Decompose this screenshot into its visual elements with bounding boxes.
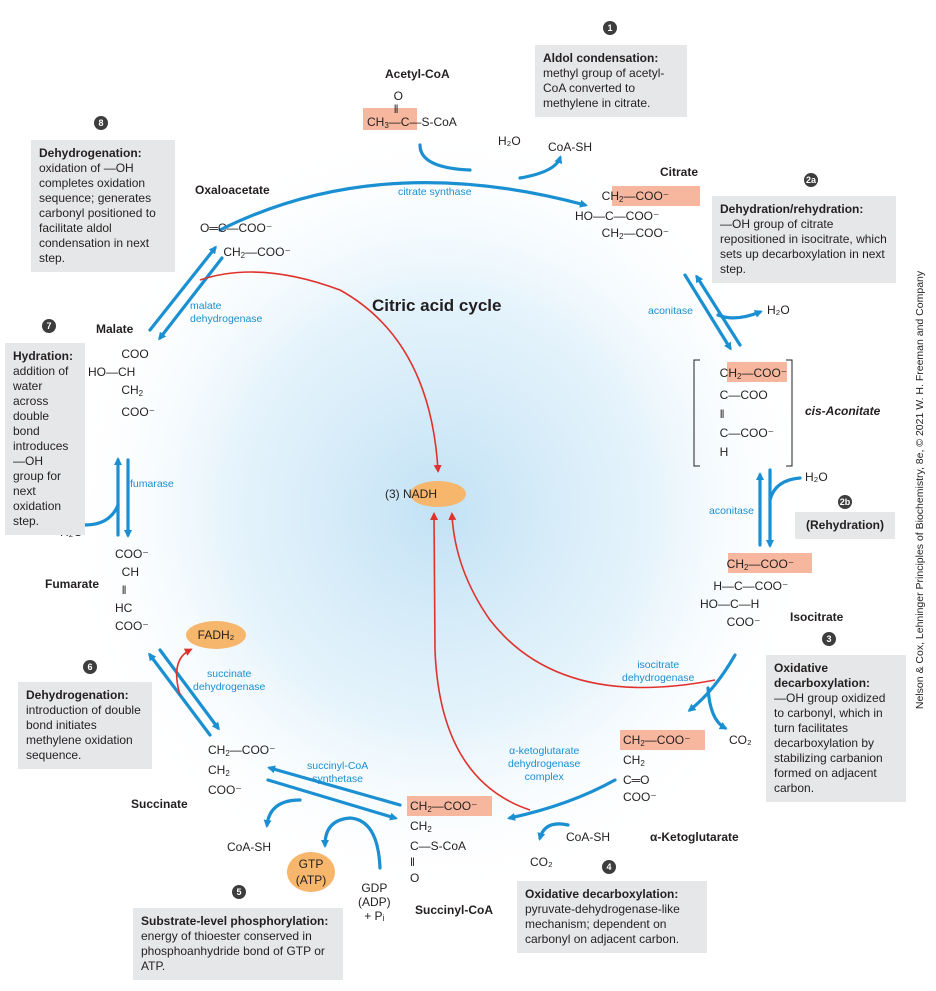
citrate-label: Citrate: [660, 165, 699, 179]
arrow-oxaloacetate-malate: [158, 256, 224, 341]
step-number-8: 8: [94, 116, 108, 130]
fumarate-label: Fumarate: [45, 577, 100, 591]
cis-aconitate-structure: CH2—COO⁻ C—COO ‖ C—COO⁻ H: [703, 366, 788, 459]
aconitate-bracket: [693, 359, 793, 467]
step-number-5: 5: [232, 885, 246, 899]
enzyme-sdh: succinate dehydrogenase: [193, 668, 266, 693]
figure-credit: Nelson & Cox, Lehninger Principles of Bi…: [914, 270, 926, 710]
coash-3: CoA-SH: [227, 840, 272, 854]
step-number-2a: 2a: [804, 173, 818, 187]
arrow-malate-oxaloacetate: [148, 245, 217, 332]
coash-1: CoA-SH: [548, 140, 593, 154]
arrow-coash-out-2: [263, 798, 302, 828]
step-box-7: Hydration:addition of water across doubl…: [5, 343, 85, 535]
acetyl-coa-label: Acetyl-CoA: [385, 67, 450, 81]
nadh-oval: [410, 481, 466, 507]
arrow-succinate-succinylcoa: [266, 778, 398, 821]
akg-label: α-Ketoglutarate: [650, 830, 739, 844]
enzyme-aconitase-2: aconitase: [709, 505, 754, 517]
gtp-oval: GTP (ATP): [287, 852, 335, 892]
coash-2: CoA-SH: [566, 830, 611, 844]
arrow-citrate-aconitate: [683, 273, 732, 351]
step-number-4: 4: [602, 860, 616, 874]
nadh-label: (3) NADH: [385, 487, 438, 501]
red-arrow-sdh-fadh2: [175, 648, 193, 696]
arrow-isocitrate-akg: [687, 653, 737, 712]
arrow-fumarate-succinate: [158, 648, 220, 731]
enzyme-mdh: malate dehydrogenase: [190, 300, 263, 325]
red-arrow-akgdh-nadh: [430, 512, 531, 811]
nadh-arrows: [175, 271, 716, 811]
step-number-1: 1: [603, 21, 617, 35]
arrow-aconitate-citrate: [695, 274, 742, 347]
arrow-h2o-out-1: [716, 310, 763, 320]
co2-1: CO₂: [729, 733, 752, 747]
highlight-acetyl: [363, 108, 417, 130]
diagram-title: Citric acid cycle: [372, 296, 502, 315]
h2o-2: H₂O: [767, 303, 790, 317]
red-arrow-malate-nadh: [199, 271, 442, 473]
highlight-succinylcoa: [407, 796, 492, 816]
step-box-3: Oxidative decarboxylation:—OH group oxid…: [766, 655, 906, 802]
highlight-isocitrate: [728, 553, 812, 573]
succinate-label: Succinate: [131, 797, 188, 811]
arrow-gdp-in: [321, 816, 382, 870]
step-box-1: Aldol condensation:methyl group of acety…: [535, 45, 687, 117]
background-glow: [60, 120, 820, 900]
enzyme-fumarase: fumarase: [130, 478, 174, 490]
step-box-2a: Dehydration/rehydration:—OH group of cit…: [712, 196, 896, 283]
isocitrate-structure: CH2—COO⁻ H—C—COO⁻HO—C—H COO⁻: [700, 557, 795, 629]
fadh2-oval: FADH₂: [186, 621, 246, 649]
highlight-aconitate: [727, 362, 787, 382]
enzyme-akgdh: α-ketoglutarate dehydrogenase complex: [508, 745, 581, 783]
step-number-2b: 2b: [838, 495, 852, 509]
arrow-co2-out-1: [706, 686, 728, 730]
citrate-structure: CH2—COO⁻HO—C—COO⁻ CH2—COO⁻: [575, 189, 670, 241]
arrow-h2o-in-2: [768, 476, 802, 502]
step-box-6: Dehydrogenation:introduction of double b…: [18, 682, 152, 769]
arrow-oxaloacetate-citrate: [218, 181, 588, 232]
step-number-6: 6: [83, 660, 97, 674]
arrow-h2o-in-1: [83, 503, 120, 527]
co2-2: CO₂: [530, 855, 553, 869]
gdp-label: GDP (ADP) + Pᵢ: [358, 881, 391, 923]
arrow-acetylcoa-in: [418, 143, 472, 172]
isocitrate-label: Isocitrate: [790, 610, 844, 624]
cis-aconitate-label: cis-Aconitate: [805, 404, 881, 418]
arrow-akg-succinylcoa: [507, 778, 617, 821]
highlight-akg: [620, 730, 705, 750]
h2o-3: H₂O: [805, 470, 828, 484]
enzyme-scs: succinyl-CoA synthetase: [307, 760, 369, 785]
step-box-8: Dehydrogenation:oxidation of —OH complet…: [31, 140, 175, 272]
enzyme-citrate-synthase: citrate synthase: [398, 186, 472, 198]
arrow-coa-out: [518, 155, 563, 180]
step-box-2b: (Rehydration): [795, 512, 895, 539]
reaction-arrows: [83, 143, 802, 870]
step-box-4: Oxidative decarboxylation:pyruvate-dehyd…: [517, 881, 707, 953]
h2o-1: H₂O: [498, 134, 521, 148]
succinyl-coa-label: Succinyl-CoA: [415, 903, 494, 917]
highlight-citrate: [612, 186, 700, 206]
enzyme-aconitase-1: aconitase: [648, 305, 693, 317]
acetyl-coa-structure: O ‖CH3—C—S-CoA: [367, 89, 457, 131]
step-number-3: 3: [822, 632, 836, 646]
step-number-7: 7: [42, 319, 56, 333]
red-arrow-icdh-nadh: [448, 512, 716, 689]
arrow-coash-in: [537, 822, 570, 841]
oxaloacetate-label: Oxaloacetate: [195, 183, 270, 197]
step-box-5: Substrate-level phosphorylation:energy o…: [133, 908, 343, 980]
arrow-succinylcoa-succinate: [267, 765, 402, 807]
oxaloacetate-structure: O═C—COO⁻ CH2—COO⁻: [200, 221, 291, 260]
enzyme-icdh: isocitrate dehydrogenase: [622, 659, 695, 684]
malate-label: Malate: [96, 322, 134, 336]
